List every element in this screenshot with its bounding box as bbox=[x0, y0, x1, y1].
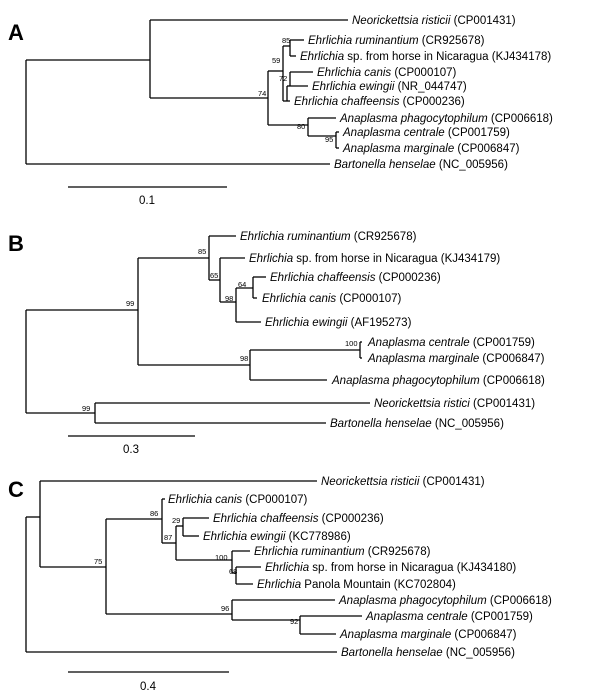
scale-bar-label: 0.3 bbox=[123, 444, 139, 456]
bootstrap-value: 74 bbox=[258, 89, 266, 98]
bootstrap-value: 100 bbox=[215, 553, 228, 562]
taxon-label: Anaplasma marginale (CP006847) bbox=[367, 353, 545, 365]
panel-c-branches bbox=[25, 480, 362, 653]
taxon-label: Anaplasma centrale (CP001759) bbox=[342, 127, 510, 139]
taxon-label: Ehrlichia ruminantium (CR925678) bbox=[308, 35, 485, 47]
taxon-label: Anaplasma marginale (CP006847) bbox=[342, 143, 520, 155]
taxon-label: Ehrlichia sp. from horse in Nicaragua (K… bbox=[249, 253, 500, 265]
panel-b-letter: B bbox=[8, 231, 24, 256]
panel-c-bootstraps: 75 86 29 87 100 68 96 92 bbox=[94, 509, 298, 626]
bootstrap-value: 65 bbox=[210, 271, 218, 280]
panel-a-bootstraps: 74 59 85 72 80 95 bbox=[258, 36, 333, 144]
scale-bar-label: 0.1 bbox=[139, 195, 155, 207]
panel-c: C bbox=[8, 476, 552, 693]
taxon-label: Neorickettsia risticii (CP001431) bbox=[321, 476, 485, 488]
taxon-label: Ehrlichia sp. from horse in Nicaragua (K… bbox=[265, 562, 516, 574]
bootstrap-value: 80 bbox=[297, 122, 305, 131]
taxon-label: Ehrlichia chaffeensis (CP000236) bbox=[213, 513, 384, 525]
bootstrap-value: 75 bbox=[94, 557, 102, 566]
taxon-label: Anaplasma centrale (CP001759) bbox=[365, 611, 533, 623]
bootstrap-value: 86 bbox=[150, 509, 158, 518]
taxon-label: Anaplasma phagocytophilum (CP006618) bbox=[339, 113, 553, 125]
panel-b-scale-bar: 0.3 bbox=[68, 435, 195, 456]
taxon-label: Ehrlichia ewingii (KC778986) bbox=[203, 531, 351, 543]
panel-b-bootstraps: 99 85 65 64 98 98 100 99 bbox=[82, 247, 358, 413]
bootstrap-value: 96 bbox=[221, 604, 229, 613]
bootstrap-value: 72 bbox=[279, 74, 287, 83]
taxon-label: Anaplasma phagocytophilum (CP006618) bbox=[338, 595, 552, 607]
bootstrap-value: 85 bbox=[282, 36, 290, 45]
panel-a-taxa: Neorickettsia risticii (CP001431) Ehrlic… bbox=[294, 15, 553, 171]
taxon-label: Ehrlichia ewingii (AF195273) bbox=[265, 317, 412, 329]
bootstrap-value: 29 bbox=[172, 516, 180, 525]
panel-c-taxa: Neorickettsia risticii (CP001431) Ehrlic… bbox=[168, 476, 552, 659]
taxon-label: Ehrlichia chaffeensis (CP000236) bbox=[294, 96, 465, 108]
taxon-label: Anaplasma centrale (CP001759) bbox=[367, 337, 535, 349]
panel-c-scale-bar: 0.4 bbox=[68, 671, 229, 693]
taxon-label: Ehrlichia ewingii (NR_044747) bbox=[312, 81, 467, 93]
bootstrap-value: 85 bbox=[198, 247, 206, 256]
panel-a-scale-bar: 0.1 bbox=[68, 186, 227, 207]
bootstrap-value: 95 bbox=[325, 135, 333, 144]
bootstrap-value: 59 bbox=[272, 56, 280, 65]
bootstrap-value: 68 bbox=[229, 567, 237, 576]
bootstrap-value: 92 bbox=[290, 617, 298, 626]
taxon-label: Ehrlichia chaffeensis (CP000236) bbox=[270, 272, 441, 284]
taxon-label: Neorickettsia ristici (CP001431) bbox=[374, 398, 535, 410]
bootstrap-value: 99 bbox=[82, 404, 90, 413]
taxon-label: Ehrlichia ruminantium (CR925678) bbox=[254, 546, 431, 558]
taxon-label: Bartonella henselae (NC_005956) bbox=[330, 418, 504, 430]
bootstrap-value: 98 bbox=[225, 294, 233, 303]
taxon-label: Bartonella henselae (NC_005956) bbox=[341, 647, 515, 659]
bootstrap-value: 100 bbox=[345, 339, 358, 348]
taxon-label: Neorickettsia risticii (CP001431) bbox=[352, 15, 516, 27]
panel-a-letter: A bbox=[8, 20, 24, 45]
panel-a-branches bbox=[25, 19, 348, 165]
bootstrap-value: 99 bbox=[126, 299, 134, 308]
bootstrap-value: 64 bbox=[238, 280, 246, 289]
panel-b-branches bbox=[25, 235, 370, 424]
taxon-label: Ehrlichia sp. from horse in Nicaragua (K… bbox=[300, 51, 551, 63]
panel-b-taxa: Ehrlichia ruminantium (CR925678) Ehrlich… bbox=[240, 231, 545, 430]
panel-a: A bbox=[8, 15, 553, 207]
panel-c-letter: C bbox=[8, 477, 24, 502]
bootstrap-value: 87 bbox=[164, 533, 172, 542]
taxon-label: Bartonella henselae (NC_005956) bbox=[334, 159, 508, 171]
taxon-label: Anaplasma marginale (CP006847) bbox=[339, 629, 517, 641]
panel-b: B bbox=[8, 231, 545, 456]
taxon-label: Ehrlichia canis (CP000107) bbox=[317, 67, 457, 79]
taxon-label: Ehrlichia canis (CP000107) bbox=[168, 494, 308, 506]
taxon-label: Ehrlichia canis (CP000107) bbox=[262, 293, 402, 305]
taxon-label: Ehrlichia ruminantium (CR925678) bbox=[240, 231, 417, 243]
scale-bar-label: 0.4 bbox=[140, 681, 157, 693]
taxon-label: Ehrlichia Panola Mountain (KC702804) bbox=[257, 579, 456, 591]
bootstrap-value: 98 bbox=[240, 354, 248, 363]
taxon-label: Anaplasma phagocytophilum (CP006618) bbox=[331, 375, 545, 387]
